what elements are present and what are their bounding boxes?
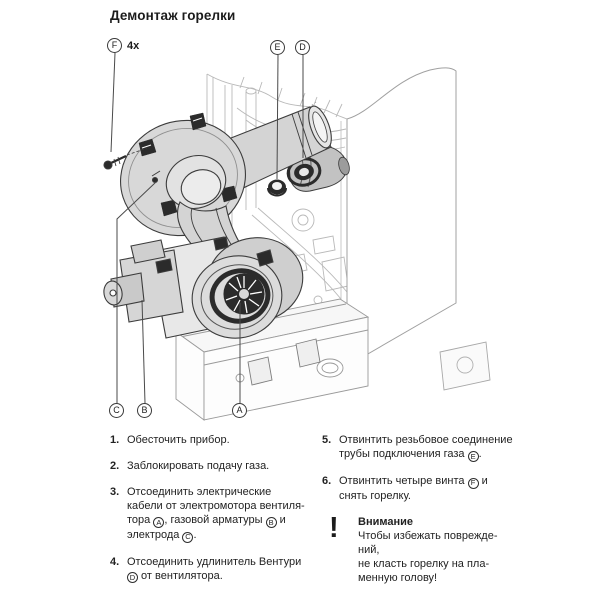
flange-screw [103, 147, 148, 170]
attention-body: Внимание Чтобы избежать поврежде-ний,не … [358, 515, 534, 585]
flange-clips [138, 112, 238, 217]
step-text: Заблокировать подачу газа. [127, 460, 270, 472]
step-item: 2. Заблокировать подачу газа. [110, 459, 324, 473]
attention-note: ! Внимание Чтобы избежать поврежде-ний,н… [322, 511, 534, 585]
step-number: 5. [322, 434, 332, 446]
attention-line: Чтобы избежать поврежде- [358, 529, 498, 542]
callout-leader-lines [110, 52, 304, 404]
burner-assembly [103, 105, 332, 339]
attention-line: менную голову! [358, 571, 438, 584]
ref-chip-b: B [265, 516, 277, 528]
ref-chip-d: D [127, 572, 138, 584]
gas-valve [103, 239, 184, 323]
callout-b: B [137, 403, 152, 418]
step-number: 4. [110, 555, 120, 568]
bottom-tray [174, 298, 491, 421]
step-item: 1. Обесточить прибор. [110, 433, 324, 447]
burner-diagram-drawing [103, 52, 491, 421]
ref-chip-e: E [467, 450, 479, 462]
ref-chip-c: C [182, 531, 194, 543]
fan-impeller [223, 273, 265, 315]
page-title: Демонтаж горелки [110, 8, 236, 23]
step-number: 3. [110, 486, 120, 498]
attention-title: Внимание [358, 515, 413, 528]
step-number: 1. [110, 434, 120, 446]
ref-chip-f: F [467, 477, 479, 489]
step-number: 6. [322, 474, 332, 487]
step-number: 2. [110, 460, 120, 472]
gas-union-nut [267, 179, 287, 197]
callout-f: F [107, 38, 122, 53]
step-text: Обесточить прибор. [127, 434, 230, 446]
callout-f-count: 4x [127, 40, 140, 52]
ref-chip-a: A [153, 516, 165, 528]
callout-d: D [295, 40, 310, 55]
attention-lines: Чтобы избежать поврежде-ний,не класть го… [358, 529, 534, 585]
callout-e: E [270, 40, 285, 55]
attention-line: ний, [358, 543, 380, 556]
attention-line: не класть горелку на пла- [358, 557, 490, 570]
warning-exclamation-icon: ! [329, 511, 339, 544]
steps-column-left: 1. Обесточить прибор. 2. Заблокировать пода… [110, 433, 324, 595]
burner-diagram: F 4x E D C B A [103, 38, 491, 421]
callout-c: C [109, 403, 124, 418]
side-panel [340, 67, 457, 367]
callout-a: A [232, 403, 247, 418]
